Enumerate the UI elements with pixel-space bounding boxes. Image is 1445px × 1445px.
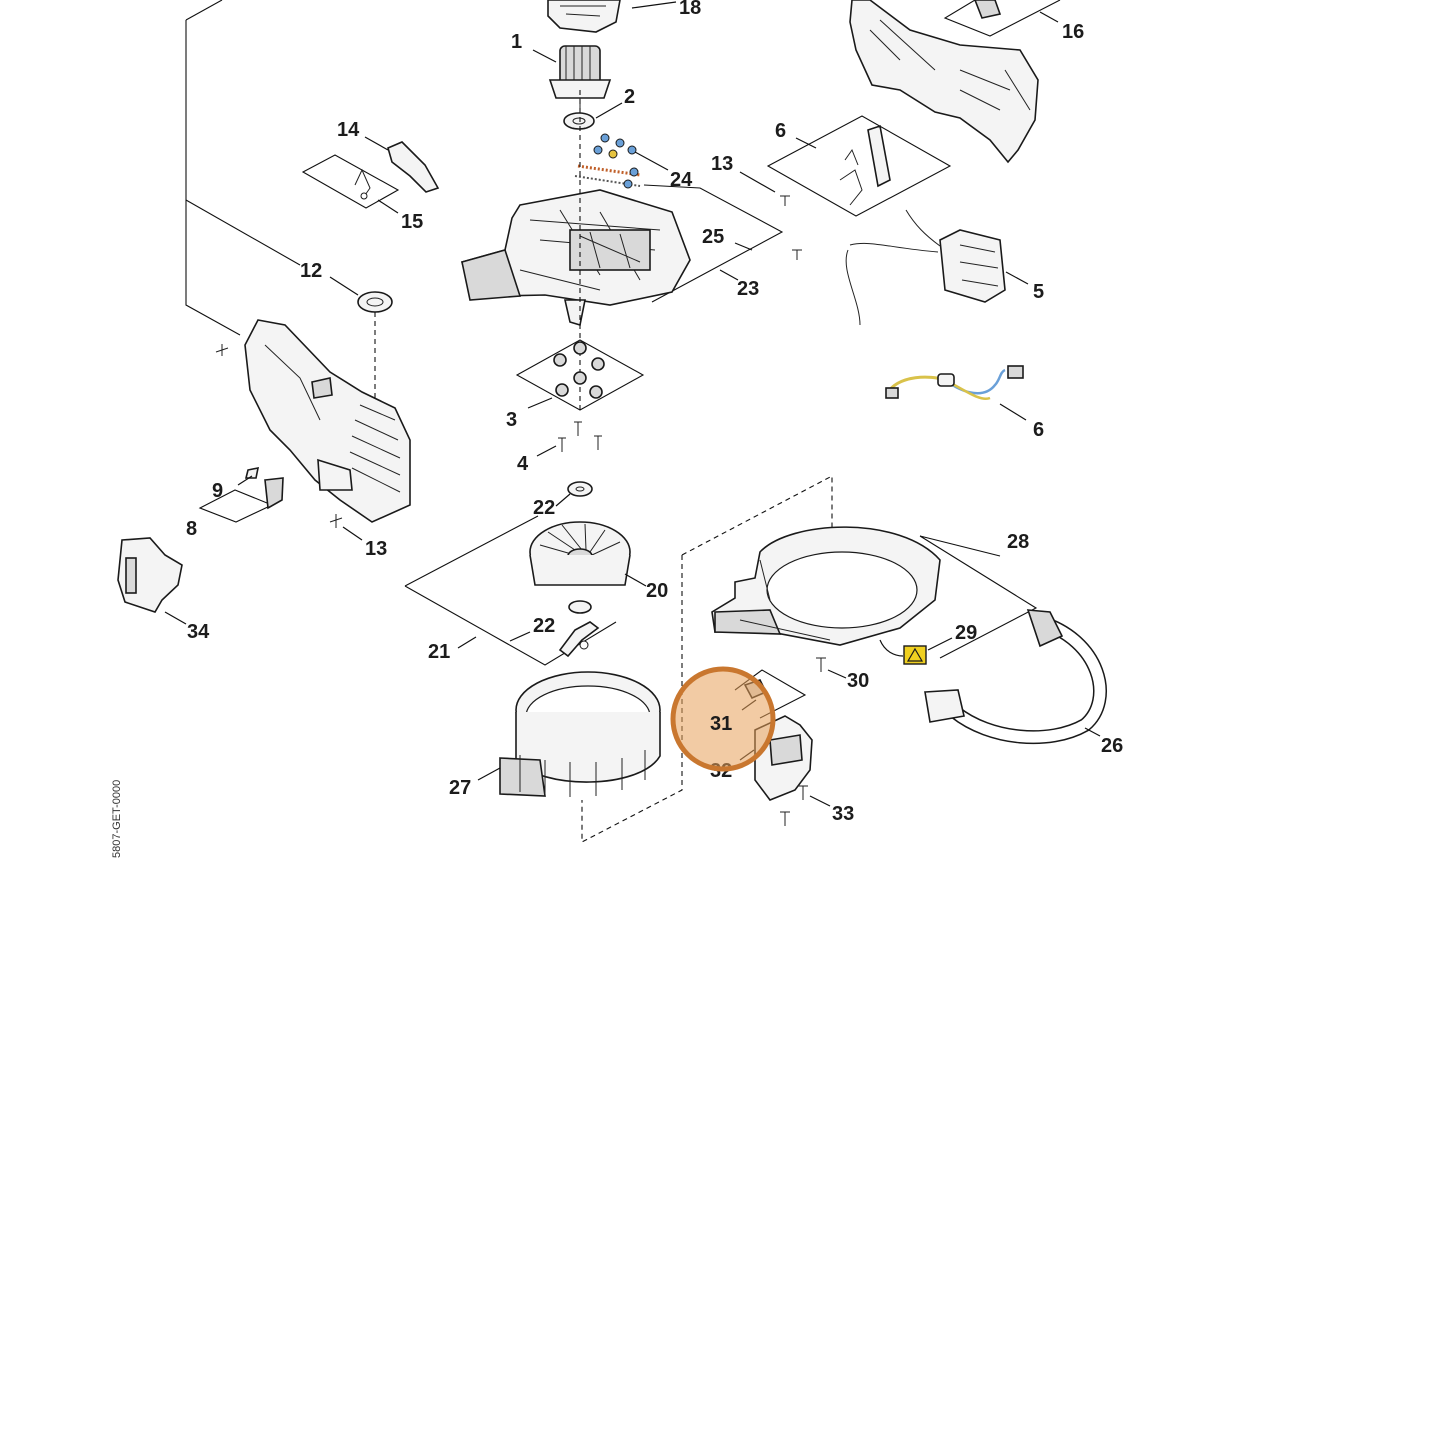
part-6-cable-harness[interactable] [885,365,1024,401]
part-33-screw-a[interactable] [798,785,808,800]
part-21-drive-arm[interactable] [558,621,600,658]
callout-10: 9 [212,480,223,502]
part-26-power-cord[interactable] [924,609,1107,745]
part-8-bracket-set[interactable] [839,124,891,206]
part-23-fan-housing[interactable] [461,189,691,327]
part-33-screw-b[interactable] [780,811,790,826]
part-10-bracket[interactable] [244,466,284,510]
callout-13-upper: 13 [711,153,733,175]
part-34-cover[interactable] [117,537,183,613]
callout-2: 2 [624,86,635,108]
callout-22-upper: 22 [533,497,555,519]
part-13-screw-upper[interactable] [780,195,790,206]
frame-15 [301,154,400,209]
frame-8 [766,115,952,217]
part-14-switch-lever[interactable] [387,141,440,193]
assembly-frame-line [185,20,241,336]
callout-22-lower: 22 [533,615,555,637]
callout-14: 14 [337,119,360,141]
part-5-switch-module[interactable] [845,209,1006,326]
callout-26: 26 [1101,735,1123,757]
part-16-motor-housing[interactable] [849,0,1039,164]
part-29-warning-label[interactable] [903,645,927,665]
callout-3: 3 [506,409,517,431]
highlight-circle[interactable] [670,666,776,772]
callout-15: 15 [401,211,423,233]
callout-29: 29 [955,622,977,644]
part-20-fan-wheel[interactable] [529,521,631,586]
part-18-motor-top[interactable] [547,0,621,33]
assembly-frame-line-top [185,0,223,21]
callout-20: 20 [646,580,668,602]
frame-21 [404,515,617,666]
frame-3 [515,339,645,411]
frame-28 [919,535,1038,659]
callout-18: 18 [679,0,701,19]
part-15-spring[interactable] [354,168,371,200]
callout-30: 30 [847,670,869,692]
part-24-clips[interactable] [593,133,637,159]
frame-16 [943,0,1061,37]
part-22-washer-upper[interactable] [567,481,593,497]
callout-27: 27 [449,777,471,799]
part-4-screws[interactable] [558,421,602,452]
callout-1: 1 [511,31,522,53]
frame-9 [198,489,274,523]
part-13-screw-lower[interactable] [329,514,343,528]
part-12-grommet[interactable] [357,291,393,313]
callout-13-lower: 13 [365,538,387,560]
callout-33: 33 [832,803,854,825]
callout-4: 4 [517,453,529,475]
callout-23: 23 [737,278,759,300]
callout-16: 16 [1062,21,1084,43]
callout-9: 8 [186,518,197,540]
callout-31: 31 [710,713,732,735]
callout-8: 6 [775,120,786,142]
part-22-washer-lower[interactable] [568,600,592,614]
callout-21: 21 [428,641,450,663]
assembly-frame-line-12 [185,199,301,266]
part-30-screw[interactable] [816,657,826,672]
part-handle-housing[interactable] [244,319,411,523]
part-13-screw-upper-b[interactable] [792,249,802,260]
part-3-dampers[interactable] [553,341,605,399]
callout-24: 24 [670,169,693,191]
drawing-code: 5807-GET-0000 [111,780,123,858]
part-28-housing[interactable] [711,526,941,646]
part-25-springs[interactable] [574,164,641,189]
callout-12: 12 [300,260,322,282]
callout-25: 25 [702,226,724,248]
callout-5: 5 [1033,281,1044,303]
part-1-armature[interactable] [548,45,612,112]
callout-28: 28 [1007,531,1029,553]
callout-34: 34 [187,621,210,643]
callout-6: 6 [1033,419,1044,441]
part-2-washer[interactable] [563,112,595,130]
part-screw-left[interactable] [215,344,229,356]
part-27-drum[interactable] [499,671,661,797]
